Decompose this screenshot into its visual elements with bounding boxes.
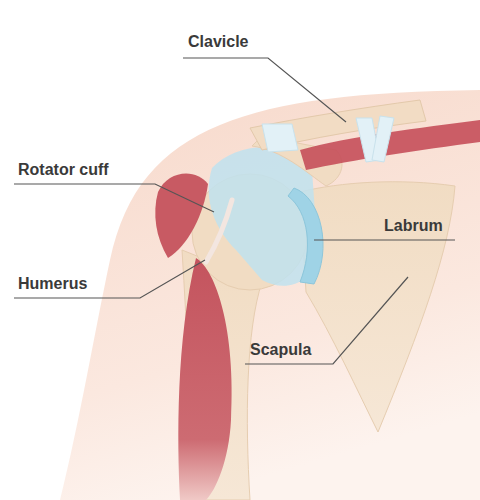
part-label: Scapula <box>250 340 311 360</box>
biceps-muscle <box>178 258 231 500</box>
leader-line <box>14 260 205 298</box>
part-label: Rotator cuff <box>18 160 109 180</box>
leader-line <box>314 239 455 240</box>
rotator-cuff-muscle <box>155 174 208 258</box>
part-label: Labrum <box>384 216 443 236</box>
leader-lines <box>14 58 455 364</box>
leader-line <box>245 277 408 364</box>
scapula-bone <box>300 182 455 432</box>
part-label: Clavicle <box>188 32 248 52</box>
skin-outline <box>60 90 480 500</box>
part-label: Humerus <box>18 274 87 294</box>
ligament <box>372 116 394 162</box>
leader-line <box>183 58 346 122</box>
tendon <box>206 200 232 262</box>
ligament <box>262 124 298 152</box>
labrum-ring <box>288 188 323 284</box>
leader-line <box>14 184 214 212</box>
